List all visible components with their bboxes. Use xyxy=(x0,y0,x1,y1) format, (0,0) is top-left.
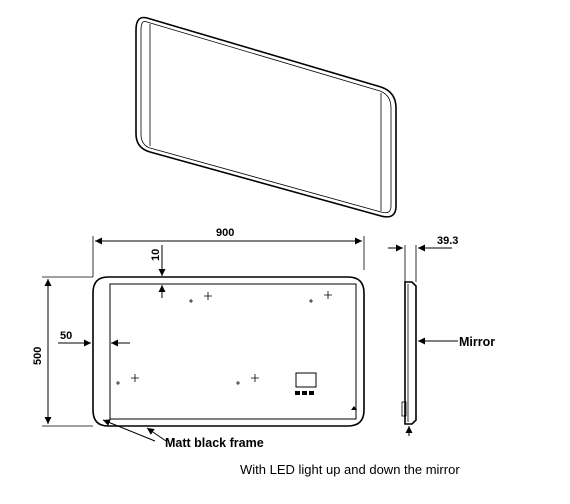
side-offset-value: 50 xyxy=(60,330,72,342)
frame-label: Matt black frame xyxy=(165,436,264,450)
side-offset-dimension: 50 xyxy=(58,330,130,347)
height-dimension: 500 xyxy=(32,276,93,427)
top-offset-dimension: 10 xyxy=(150,245,166,298)
width-value: 900 xyxy=(216,227,234,239)
front-view xyxy=(92,276,365,427)
led-caption: With LED light up and down the mirror xyxy=(240,462,460,477)
side-view: 39.3 Mirror xyxy=(388,235,495,436)
mirror-label: Mirror xyxy=(459,335,495,349)
digital-clock-icon xyxy=(295,372,317,395)
touch-sensor-icon xyxy=(351,406,357,410)
sparkle-icon xyxy=(116,374,139,385)
sparkle-icon xyxy=(189,292,212,303)
depth-value: 39.3 xyxy=(437,235,458,247)
height-value: 500 xyxy=(32,347,44,365)
sparkle-icon xyxy=(309,291,332,303)
frame-callout: Matt black frame xyxy=(102,419,264,450)
sparkle-icon xyxy=(236,374,259,385)
perspective-view xyxy=(135,16,397,218)
top-offset-value: 10 xyxy=(150,249,162,261)
width-dimension: 900 xyxy=(92,227,365,277)
